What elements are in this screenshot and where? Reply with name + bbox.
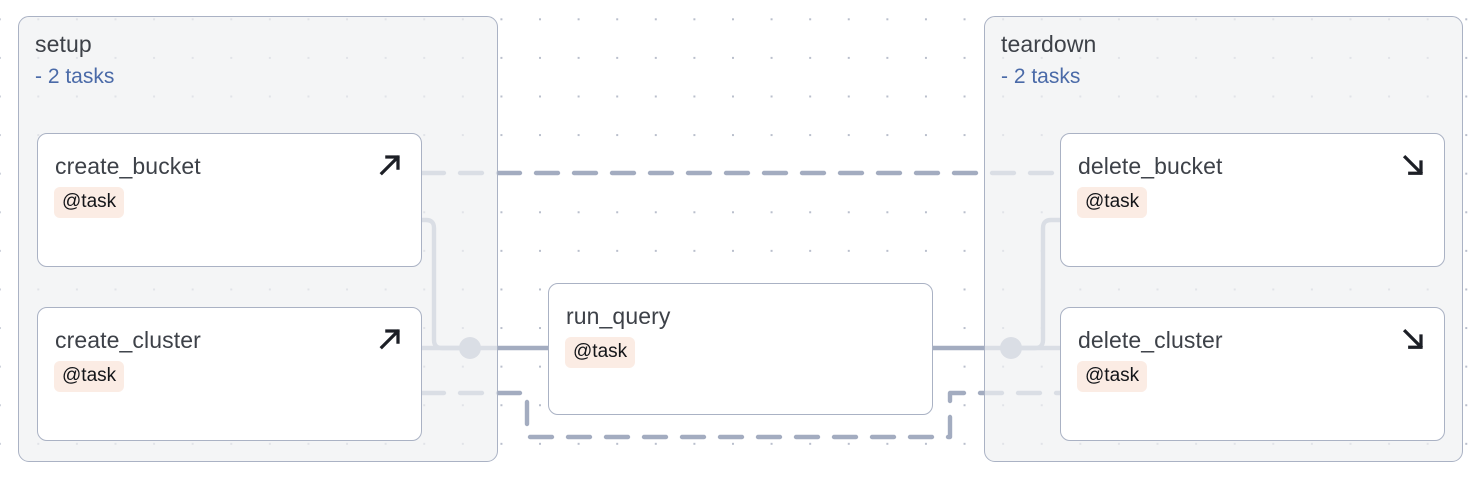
node-delete-cluster[interactable]: delete_cluster @task [1060, 307, 1445, 441]
node-run-query-title: run_query [566, 303, 671, 329]
node-run-query[interactable]: run_query @task [548, 283, 933, 415]
node-create-cluster-title: create_cluster [55, 327, 201, 353]
arrow-down-right-icon[interactable] [1398, 150, 1428, 180]
group-setup-title: setup [35, 31, 92, 57]
arrow-up-right-icon[interactable] [375, 324, 405, 354]
group-teardown-title: teardown [1001, 31, 1097, 57]
node-delete-bucket[interactable]: delete_bucket @task [1060, 133, 1445, 267]
node-delete-cluster-title: delete_cluster [1078, 327, 1223, 353]
node-create-bucket[interactable]: create_bucket @task [37, 133, 422, 267]
arrow-down-right-icon[interactable] [1398, 324, 1428, 354]
group-teardown-subtitle: - 2 tasks [1001, 65, 1081, 88]
node-create-cluster[interactable]: create_cluster @task [37, 307, 422, 441]
group-setup-subtitle: - 2 tasks [35, 65, 115, 88]
node-create-bucket-badge: @task [54, 187, 125, 218]
node-create-bucket-title: create_bucket [55, 153, 201, 179]
node-delete-cluster-badge: @task [1077, 361, 1148, 392]
node-run-query-badge: @task [565, 337, 636, 368]
node-delete-bucket-title: delete_bucket [1078, 153, 1223, 179]
node-delete-bucket-badge: @task [1077, 187, 1148, 218]
node-create-cluster-badge: @task [54, 361, 125, 392]
arrow-up-right-icon[interactable] [375, 150, 405, 180]
